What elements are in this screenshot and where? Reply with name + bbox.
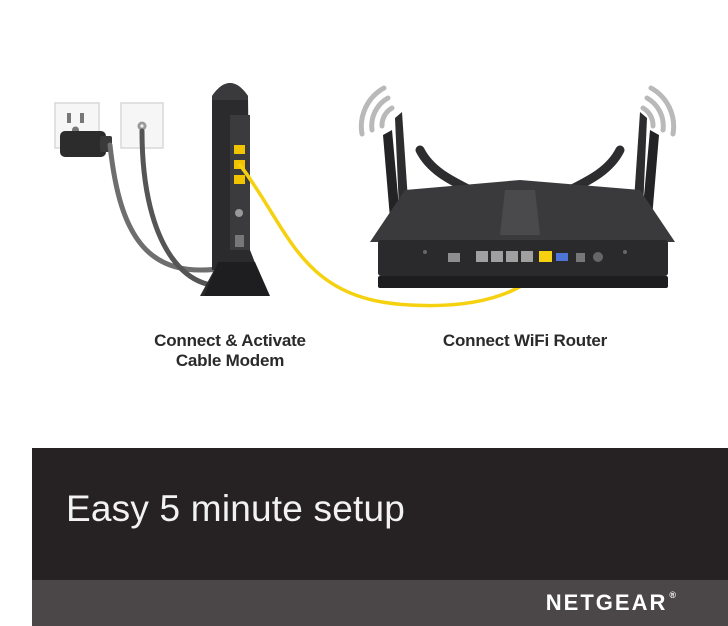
setup-illustration — [54, 83, 677, 308]
brand-name: NETGEAR — [545, 590, 668, 615]
router-step-caption: Connect WiFi Router — [400, 331, 650, 351]
setup-banner: Easy 5 minute setup — [32, 448, 728, 580]
power-cable — [107, 142, 228, 273]
banner-title: Easy 5 minute setup — [66, 488, 406, 529]
router-caption-line: Connect WiFi Router — [442, 331, 608, 350]
modem-caption-line1: Connect & Activate — [154, 331, 306, 350]
modem-step-caption: Connect & Activate Cable Modem — [120, 331, 340, 371]
wifi-router-icon — [370, 112, 675, 288]
brand-logo: NETGEAR® — [546, 590, 676, 616]
cable-modem-icon — [200, 83, 270, 296]
registered-mark: ® — [669, 590, 676, 600]
wifi-signal-icon — [358, 85, 677, 137]
modem-caption-line2: Cable Modem — [175, 351, 285, 370]
brand-bar: NETGEAR® — [32, 580, 728, 626]
power-adapter-icon — [60, 131, 112, 157]
